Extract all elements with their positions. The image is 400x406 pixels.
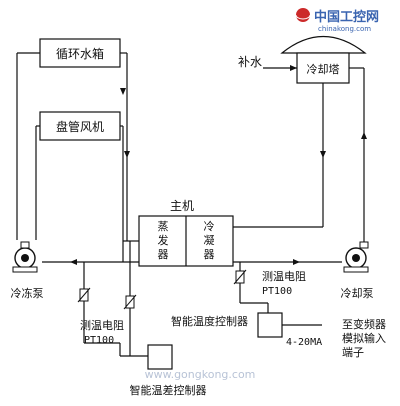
rtd-left-label-2: PT100: [84, 335, 114, 346]
cooling-tower-dome: [280, 35, 367, 54]
rtd-right-label-1: 测温电阻: [262, 270, 306, 283]
watermark-site-name: 中国工控网: [314, 9, 379, 25]
bottom-watermark: www.gongkong.com: [145, 368, 256, 381]
makeup-water-arrow-icon: [290, 65, 297, 71]
flow-arrow-icon: [124, 151, 130, 158]
flow-arrow-icon: [320, 151, 326, 158]
temp-controller-label: 智能温度控制器: [171, 314, 248, 328]
rtd-left-label-1: 测温电阻: [80, 319, 124, 332]
condenser-label: 冷凝器: [204, 220, 215, 261]
logo-globe-arc: [295, 14, 311, 20]
rtd-right-sensor-mark: [233, 269, 247, 285]
makeup-water-label: 补水: [238, 55, 262, 69]
cooling-pump-base: [343, 266, 369, 273]
chilled-pump-outlet: [20, 241, 30, 249]
signal-range-label: 4-20MA: [286, 337, 322, 348]
circulating-tank-label: 循环水箱: [56, 46, 104, 61]
rtd-left-sensor-a-mark: [77, 287, 91, 303]
inverter-label-2: 模拟输入: [342, 331, 386, 345]
chilled-pump-label: 冷冻泵: [11, 286, 44, 300]
temp-diff-controller-label: 智能温差控制器: [130, 383, 207, 397]
cooling-tower-label: 冷却塔: [307, 63, 340, 76]
coil-fan-label: 盘管风机: [56, 119, 104, 134]
host-label: 主机: [170, 199, 194, 213]
cooling-tower-box: [296, 52, 350, 84]
chilled-pump-base: [12, 266, 38, 273]
inverter-label-3: 端子: [342, 346, 364, 359]
cooling-pump-core: [352, 254, 360, 262]
evaporator-label: 蒸发器: [158, 220, 169, 261]
flow-arrow-icon: [293, 259, 300, 265]
flow-arrow-icon: [120, 88, 126, 95]
rtd-left-sensor-b-mark: [123, 294, 137, 310]
inverter-label-1: 至变频器: [342, 317, 386, 331]
flow-arrow-icon: [70, 259, 77, 265]
flow-arrow-icon: [361, 132, 367, 139]
temp-controller-box: [257, 312, 283, 338]
chilled-pump-core: [21, 254, 29, 262]
watermark-url: chinakong.com: [318, 25, 371, 33]
rtd-right-label-2: PT100: [262, 286, 292, 297]
cooling-pump-inlet: [359, 241, 369, 249]
cooling-pump-label: 冷却泵: [341, 287, 374, 300]
watermark-logo: 中国工控网 chinakong.com: [295, 8, 379, 33]
logo-globe-icon: [296, 8, 310, 22]
temp-diff-controller-box: [147, 344, 173, 370]
